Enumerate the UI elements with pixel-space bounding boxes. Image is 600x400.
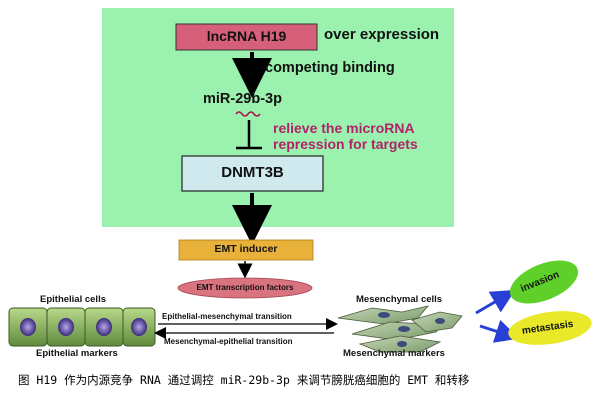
nucleus (398, 326, 410, 332)
emt-tf-label: EMT transcription factors (196, 283, 294, 292)
relieve-line1: relieve the microRNA (273, 120, 415, 136)
emt-inducer-box (178, 239, 314, 261)
nucleus (20, 318, 36, 336)
epithelial-cells-label: Epithelial cells (40, 294, 106, 305)
invasion-ellipse (509, 260, 579, 304)
over-expression-label: over expression (324, 26, 440, 43)
mesenchymal-cells (337, 305, 463, 353)
mesenchymal-cells-label: Mesenchymal cells (356, 294, 443, 305)
mesenchymal-markers-label: Mesenchymal markers (343, 348, 445, 359)
competing-binding-label: competing binding (265, 60, 395, 76)
met-label: Mesenchymal-epithelial transition (164, 337, 293, 346)
lncrna-box (175, 23, 318, 51)
nucleus (378, 312, 390, 318)
nucleus (96, 318, 112, 336)
metastasis-arrow (479, 319, 520, 343)
epithelial-markers-label: Epithelial markers (36, 348, 118, 359)
nucleus (58, 318, 74, 336)
invasion-arrow (475, 289, 516, 315)
mirna-label: miR-29b-3p (203, 91, 282, 107)
emt-tf-ellipse (177, 277, 313, 299)
nucleus (435, 318, 445, 324)
lncrna-label: lncRNA H19 (206, 28, 287, 44)
emt-label: Epithelial-mesenchymal transition (162, 312, 292, 321)
metastasis-ellipse (508, 311, 592, 345)
emt-inducer-label: EMT inducer (214, 243, 278, 255)
dnmt3b-box (181, 155, 324, 192)
nucleus (131, 318, 147, 336)
relieve-line2: repression for targets (273, 136, 418, 152)
figure-caption: 图 H19 作为内源竞争 RNA 通过调控 miR-29b-3p 来调节膀胱癌细… (18, 373, 470, 387)
dnmt3b-label: DNMT3B (221, 164, 284, 181)
nucleus (397, 341, 407, 347)
epithelial-cells (8, 307, 156, 347)
mirna-squiggle (235, 111, 261, 117)
